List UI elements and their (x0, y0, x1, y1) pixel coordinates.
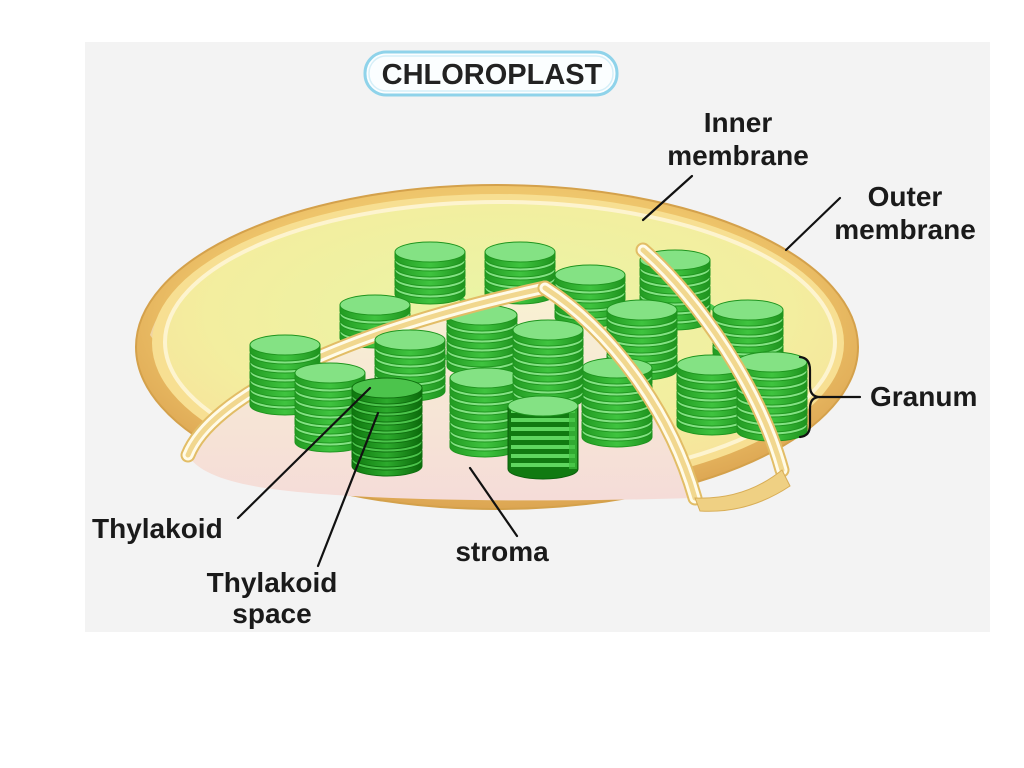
granum (581, 357, 653, 448)
thylakoid-disc-top (554, 264, 626, 286)
thylakoid-membrane-layer (511, 463, 575, 467)
title-badge-inner-border (368, 55, 614, 92)
thylakoid-disc-top (351, 377, 423, 399)
label-outer-membrane-line1: Outer (868, 181, 943, 212)
granum (351, 377, 423, 477)
thylakoid-disc (512, 319, 584, 347)
thylakoid-space-edge (569, 406, 577, 469)
label-inner-membrane-line1: Inner (704, 107, 773, 138)
leader-line-outer-membrane (784, 196, 842, 252)
thylakoid-disc (374, 329, 446, 357)
thylakoid-disc (736, 351, 808, 379)
thylakoid-disc (394, 241, 466, 269)
leader-line-stroma (468, 466, 519, 538)
thylakoid-disc-top (394, 241, 466, 263)
cut-membrane-wedge (537, 280, 703, 506)
leader-lines (236, 174, 862, 568)
label-outer-membrane-line2: membrane (834, 214, 976, 245)
thylakoid-disc (449, 367, 521, 395)
thylakoid-disc (712, 299, 784, 327)
leader-line-thylakoid-space (316, 411, 380, 568)
thylakoid-disc (294, 362, 366, 390)
label-granum: Granum (870, 381, 977, 412)
label-stroma: stroma (455, 536, 549, 567)
title-badge-border (363, 50, 619, 97)
thylakoid-disc-top (507, 395, 579, 417)
label-thylakoid-space-line2: space (232, 598, 311, 629)
thylakoid-disc-top (374, 329, 446, 351)
cut-membrane-back-core (640, 247, 785, 473)
label-inner-membrane: Inner membrane (667, 107, 809, 171)
thylakoid-membrane-layer (511, 454, 575, 458)
thylakoid-disc-top (249, 334, 321, 356)
label-thylakoid: Thylakoid (92, 513, 223, 544)
granum (512, 319, 584, 410)
label-thylakoid-space-line1: Thylakoid (207, 567, 338, 598)
thylakoid-disc-top (712, 299, 784, 321)
label-thylakoid-space: Thylakoid space (207, 567, 338, 629)
thylakoid-disc-top (339, 294, 411, 316)
thylakoid-disc (554, 264, 626, 292)
thylakoid-disc (606, 299, 678, 327)
thylakoid-disc-top (294, 362, 366, 384)
granum (394, 241, 466, 305)
thylakoid-disc-top (606, 299, 678, 321)
thylakoid-disc-top (736, 351, 808, 373)
cut-membrane-back (635, 242, 790, 478)
thylakoid-disc-top (512, 319, 584, 341)
granum (676, 354, 748, 436)
leader-line-inner-membrane (641, 174, 694, 222)
title-badge: CHLOROPLAST (363, 50, 619, 97)
thylakoid-space-section (507, 395, 579, 480)
thylakoid-membrane-layer (511, 436, 575, 440)
thylakoid-disc (484, 241, 556, 269)
cut-wall-face (694, 469, 791, 512)
thylakoid-disc-top (449, 367, 521, 389)
thylakoid-space-body (507, 405, 579, 480)
label-inner-membrane-line2: membrane (667, 140, 809, 171)
thylakoid-membrane-layer (511, 418, 575, 422)
grana-front-layer (249, 319, 584, 480)
thylakoid-disc (351, 377, 423, 405)
leader-line-thylakoid (236, 386, 372, 520)
title-text: CHLOROPLAST (382, 59, 603, 91)
chloroplast (135, 184, 859, 512)
thylakoid-disc (249, 334, 321, 362)
thylakoid-disc-top (484, 241, 556, 263)
thylakoid-disc (339, 294, 411, 322)
thylakoid-membrane-layer (511, 445, 575, 449)
granum (294, 362, 366, 453)
cut-membrane-wedge-core (542, 285, 698, 501)
label-outer-membrane: Outer membrane (834, 181, 976, 245)
thylakoid-membrane-layer (511, 427, 575, 431)
